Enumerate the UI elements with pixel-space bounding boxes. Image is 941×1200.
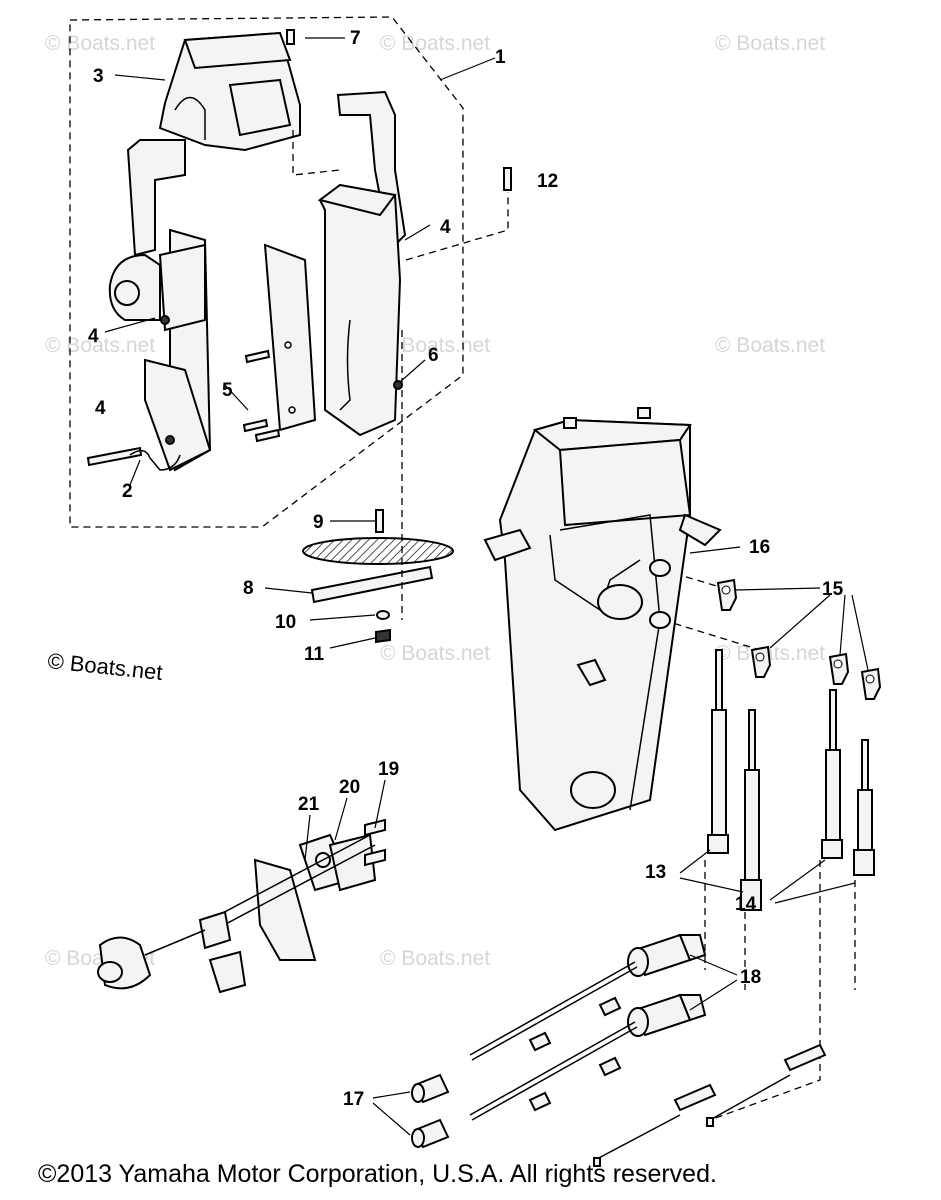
watermark: © Boats.net [715,642,825,665]
watermark: © Boats.net [380,32,490,55]
callout-11: 11 [304,644,325,665]
cable-adapters [627,933,707,1037]
leader-lines [104,37,869,1136]
callout-12: 12 [537,171,558,192]
guide-lines [292,130,856,1121]
callout-4: 4 [88,326,99,347]
left-control-housing [108,139,212,472]
watermark-layer: © Boats.net © Boats.net © Boats.net © Bo… [45,32,825,970]
copyright-notice: ©2013 Yamaha Motor Corporation, U.S.A. A… [38,1160,717,1188]
callout-16: 16 [749,537,770,558]
callout-6: 6 [428,345,439,366]
watermark-main: © Boats.net [46,648,163,685]
gasket-plate [263,243,317,432]
callout-21: 21 [298,794,320,815]
callout-4: 4 [440,217,451,238]
callout-4: 4 [95,398,106,419]
callout-5: 5 [222,380,233,401]
watermark: © Boats.net [715,32,825,55]
right-control-housing [317,90,407,437]
watermark: © Boats.net [380,334,490,357]
cable-rods [707,649,875,911]
callout-14: 14 [735,894,757,915]
watermark: © Boats.net [45,334,155,357]
callout-9: 9 [313,512,324,533]
control-cables [469,961,827,1167]
cover-part [158,31,301,152]
callout-15: 15 [822,579,844,600]
callout-3: 3 [93,66,104,87]
wire-harness-part [129,449,181,471]
lower-gasket-part [302,537,454,644]
watermark: © Boats.net [715,334,825,357]
callout-7: 7 [350,28,361,49]
callout-8: 8 [243,578,254,599]
callout-18: 18 [740,967,761,988]
watermark: © Boats.net [45,32,155,55]
shaft-assembly [97,818,386,994]
callout-10: 10 [275,612,296,633]
connector-sleeves [411,1073,450,1149]
callout-19: 19 [378,759,399,780]
remote-control-box [483,407,722,832]
screws-group [86,29,512,533]
cable-end-clips [716,578,882,700]
callout-17: 17 [343,1089,364,1110]
callout-2: 2 [122,481,133,502]
callout-1: 1 [495,47,506,68]
callout-13: 13 [645,862,666,883]
watermark: © Boats.net [380,642,490,665]
callout-labels: 1 2 3 4 4 4 5 6 7 8 9 10 11 12 13 14 15 … [88,28,844,1110]
watermark: © Boats.net [380,947,490,970]
callout-20: 20 [339,777,360,798]
